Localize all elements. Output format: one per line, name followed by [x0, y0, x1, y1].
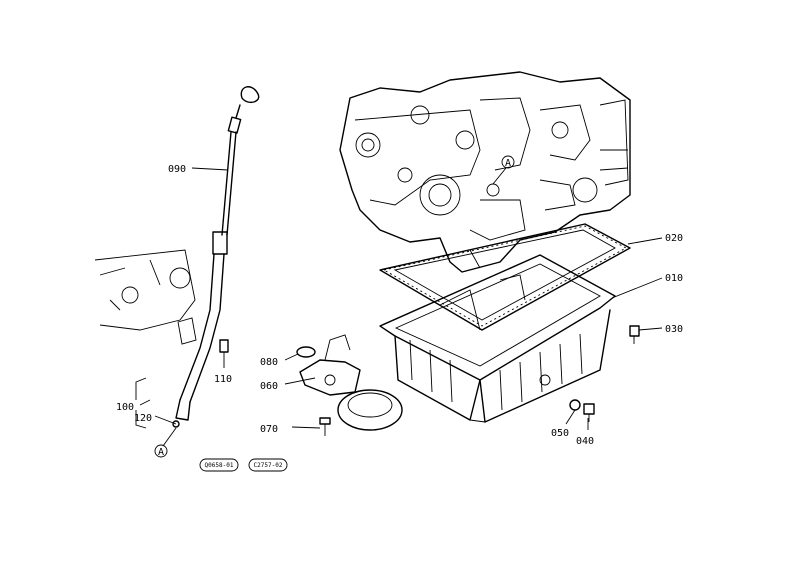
dipstick-guide — [175, 231, 228, 421]
reference-marker-a-dipstick: A — [154, 427, 177, 458]
part-label-040: 040 — [576, 436, 594, 447]
svg-text:C2757-02: C2757-02 — [254, 462, 283, 469]
footer-code-left: Q0658-01 — [199, 458, 239, 472]
svg-text:Q0658-01: Q0658-01 — [205, 462, 234, 469]
part-label-100: 100 — [116, 402, 134, 413]
oil-pan-gasket — [379, 223, 631, 331]
part-label-090: 090 — [168, 164, 186, 175]
ref-a-engine-label: A — [505, 158, 511, 169]
bolt-070 — [319, 417, 331, 436]
dipstick-bracket — [135, 377, 147, 429]
engine-block — [339, 71, 631, 273]
engine-side-fragment — [94, 249, 196, 331]
part-label-120: 120 — [134, 413, 152, 424]
leader-lines — [139, 167, 663, 430]
part-label-010: 010 — [665, 273, 683, 284]
oil-pan — [379, 254, 616, 423]
part-label-070: 070 — [260, 424, 278, 435]
drain-plug-gasket — [569, 399, 581, 411]
oil-strainer — [299, 334, 403, 431]
part-label-110: 110 — [214, 374, 232, 385]
part-label-030: 030 — [665, 324, 683, 335]
drain-plug — [583, 403, 595, 422]
ref-a-dipstick-label: A — [158, 447, 164, 458]
part-label-020: 020 — [665, 233, 683, 244]
part-label-050: 050 — [551, 428, 569, 439]
dipstick-o-ring — [172, 420, 180, 428]
o-ring — [296, 346, 316, 358]
part-label-080: 080 — [260, 357, 278, 368]
bolt-030 — [629, 325, 640, 344]
part-label-060: 060 — [260, 381, 278, 392]
reference-marker-a-engine: A — [501, 155, 515, 169]
footer-code-right: C2757-02 — [248, 458, 288, 472]
dipstick — [221, 86, 260, 236]
bolt-110 — [219, 339, 229, 353]
